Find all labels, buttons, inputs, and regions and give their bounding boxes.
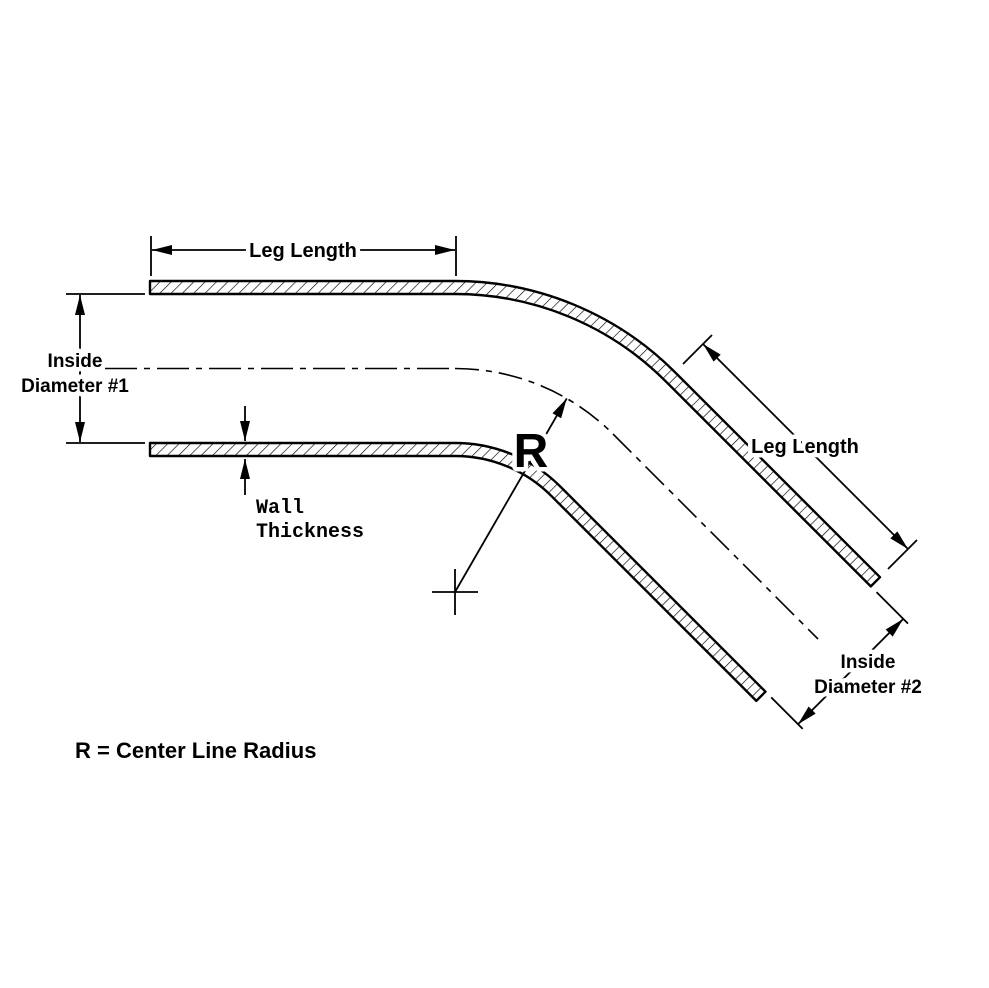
dimension-leg-length-right: Leg Length [682,334,918,570]
leg-length-right-label: Leg Length [751,436,859,458]
wall-thickness-label-line2: Thickness [256,521,364,544]
radius-leader-line [454,397,568,593]
leg-length-top-label: Leg Length [249,240,357,262]
callout-wall-thickness: Wall Thickness [240,406,368,548]
tube-bottom-wall [148,441,767,703]
dimension-inside-diameter-2: Inside Diameter #2 [770,591,926,730]
elbow-tube [148,279,882,703]
centerline-diagonal [612,433,819,640]
inside-diameter-1-label-line2: Diameter #1 [21,376,129,397]
inside-diameter-2-label-line2: Diameter #2 [814,677,922,698]
callout-radius: R [432,397,568,615]
dimension-leg-length-top: Leg Length [150,236,457,276]
dimension-line [702,343,909,550]
dimension-inside-diameter-1: Inside Diameter #1 [17,293,145,444]
inside-diameter-2-label-line1: Inside [841,652,896,673]
extension-line [682,334,713,365]
inside-diameter-1-label-line1: Inside [48,351,103,372]
radius-symbol-label: R [514,425,549,478]
radius-note: R = Center Line Radius [75,738,316,763]
extension-line [875,591,909,625]
centerline-bend-arc [454,367,614,435]
dimension-line [797,618,904,725]
extension-line [887,539,918,570]
wall-thickness-label-line1: Wall [256,497,304,520]
